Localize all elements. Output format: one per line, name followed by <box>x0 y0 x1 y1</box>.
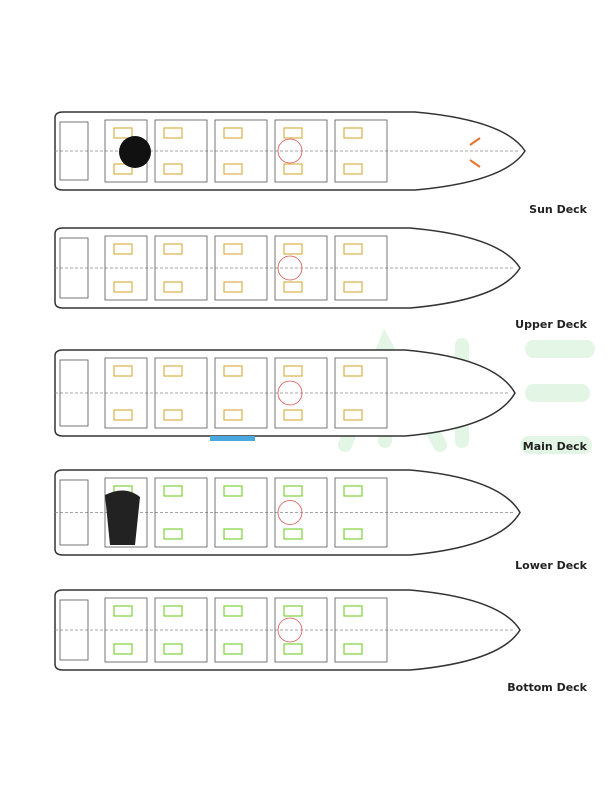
room-bottom-4 <box>334 597 388 663</box>
room-upper-4 <box>334 235 388 301</box>
furniture-bottom-4 <box>343 605 363 617</box>
main-deck-gangway <box>210 436 255 441</box>
deck-label-lower: Lower Deck <box>515 559 587 572</box>
furniture-main-1 <box>163 365 183 377</box>
stair-bottom <box>277 617 303 643</box>
aft-platform-lower <box>59 479 89 546</box>
furniture-sun-3 <box>283 127 303 139</box>
furniture-sun-b3 <box>283 163 303 175</box>
room-bottom-3 <box>274 597 328 663</box>
stair-sun <box>277 138 303 164</box>
furniture-lower-b4 <box>343 528 363 540</box>
furniture-upper-b1 <box>163 281 183 293</box>
room-main-1 <box>154 357 208 429</box>
furniture-bottom-b2 <box>223 643 243 655</box>
furniture-bottom-3 <box>283 605 303 617</box>
room-bottom-2 <box>214 597 268 663</box>
room-sun-1 <box>154 119 208 183</box>
deck-label-upper: Upper Deck <box>515 318 587 331</box>
furniture-sun-2 <box>223 127 243 139</box>
room-sun-4 <box>334 119 388 183</box>
aft-platform-sun <box>59 121 89 181</box>
furniture-bottom-b4 <box>343 643 363 655</box>
furniture-upper-4 <box>343 243 363 255</box>
aft-platform-main <box>59 359 89 427</box>
furniture-upper-b3 <box>283 281 303 293</box>
furniture-bottom-b1 <box>163 643 183 655</box>
furniture-bottom-b0 <box>113 643 133 655</box>
furniture-sun-1 <box>163 127 183 139</box>
furniture-bottom-b3 <box>283 643 303 655</box>
room-bottom-0 <box>104 597 148 663</box>
room-lower-2 <box>214 477 268 548</box>
stair-main <box>277 380 303 406</box>
room-upper-1 <box>154 235 208 301</box>
furniture-lower-2 <box>223 485 243 497</box>
furniture-lower-b1 <box>163 528 183 540</box>
room-upper-3 <box>274 235 328 301</box>
furniture-upper-b2 <box>223 281 243 293</box>
deck-label-bottom: Bottom Deck <box>507 681 587 694</box>
furniture-main-b4 <box>343 409 363 421</box>
furniture-upper-3 <box>283 243 303 255</box>
room-sun-3 <box>274 119 328 183</box>
furniture-lower-3 <box>283 485 303 497</box>
room-lower-1 <box>154 477 208 548</box>
stair-upper <box>277 255 303 281</box>
furniture-main-b2 <box>223 409 243 421</box>
furniture-main-4 <box>343 365 363 377</box>
furniture-main-b3 <box>283 409 303 421</box>
room-upper-0 <box>104 235 148 301</box>
furniture-lower-b3 <box>283 528 303 540</box>
furniture-bottom-2 <box>223 605 243 617</box>
furniture-upper-0 <box>113 243 133 255</box>
room-main-4 <box>334 357 388 429</box>
furniture-sun-b4 <box>343 163 363 175</box>
room-sun-2 <box>214 119 268 183</box>
furniture-sun-b2 <box>223 163 243 175</box>
furniture-main-b0 <box>113 409 133 421</box>
furniture-sun-0 <box>113 127 133 139</box>
furniture-bottom-1 <box>163 605 183 617</box>
furniture-sun-4 <box>343 127 363 139</box>
room-lower-3 <box>274 477 328 548</box>
furniture-upper-1 <box>163 243 183 255</box>
furniture-lower-b2 <box>223 528 243 540</box>
furniture-lower-4 <box>343 485 363 497</box>
furniture-main-3 <box>283 365 303 377</box>
furniture-upper-b4 <box>343 281 363 293</box>
furniture-upper-b0 <box>113 281 133 293</box>
stair-lower <box>277 500 303 525</box>
room-lower-4 <box>334 477 388 548</box>
furniture-sun-b0 <box>113 163 133 175</box>
room-main-0 <box>104 357 148 429</box>
room-bottom-1 <box>154 597 208 663</box>
sun-deck-jacuzzi <box>119 136 151 168</box>
sun-deck-tender-mark-2 <box>469 159 481 168</box>
aft-platform-bottom <box>59 599 89 661</box>
room-lower-0 <box>104 477 148 548</box>
furniture-upper-2 <box>223 243 243 255</box>
furniture-main-b1 <box>163 409 183 421</box>
deck-label-main: Main Deck <box>522 440 587 453</box>
furniture-bottom-0 <box>113 605 133 617</box>
furniture-main-2 <box>223 365 243 377</box>
room-main-2 <box>214 357 268 429</box>
room-upper-2 <box>214 235 268 301</box>
deck-label-sun: Sun Deck <box>529 203 587 216</box>
furniture-lower-1 <box>163 485 183 497</box>
lower-deck-tender <box>105 490 140 545</box>
aft-platform-upper <box>59 237 89 299</box>
sun-deck-tender-mark <box>469 137 481 146</box>
furniture-main-0 <box>113 365 133 377</box>
room-main-3 <box>274 357 328 429</box>
furniture-sun-b1 <box>163 163 183 175</box>
